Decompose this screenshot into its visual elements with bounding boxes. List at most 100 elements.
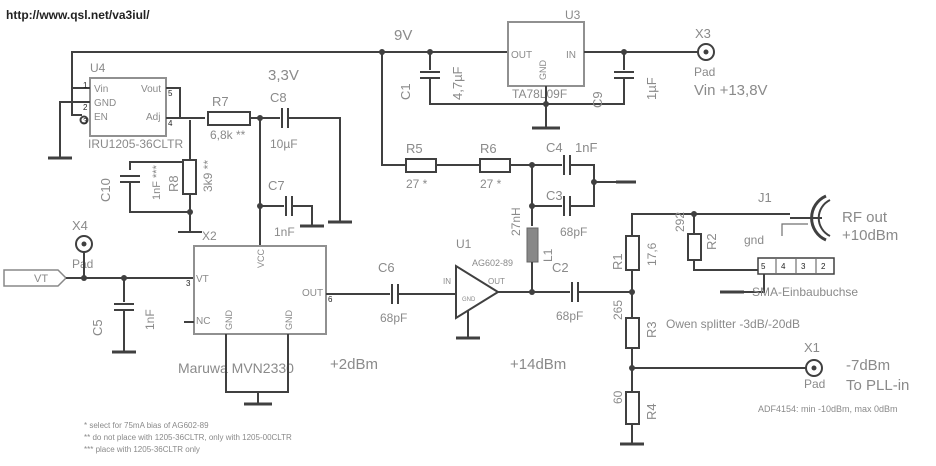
j1-sma-connector[interactable]: J1 gnd 5 4 3 2 SMA-Einbaubuchse RF out +… [720, 190, 898, 299]
c9-capacitor: C9 1µF [590, 71, 659, 108]
svg-text:VCC: VCC [256, 248, 266, 268]
svg-text:VT: VT [34, 273, 48, 285]
svg-text:OUT: OUT [302, 288, 323, 299]
svg-text:5: 5 [168, 89, 173, 98]
vin-label: Vin +13,8V [694, 82, 768, 99]
svg-text:Vout: Vout [141, 84, 161, 95]
svg-text:C1: C1 [398, 83, 413, 100]
svg-text:R5: R5 [406, 141, 423, 156]
j1-part: SMA-Einbaubuchse [752, 285, 858, 299]
svg-text:GND: GND [462, 297, 476, 303]
svg-text:3: 3 [186, 279, 191, 288]
svg-text:OUT: OUT [511, 50, 532, 61]
svg-text:R4: R4 [644, 403, 659, 420]
r5-resistor: R5 27 * [405, 141, 480, 191]
svg-text:C7: C7 [268, 178, 285, 193]
c4-capacitor: C4 1nF [546, 140, 636, 184]
svg-text:C6: C6 [378, 260, 395, 275]
svg-text:X2: X2 [202, 229, 217, 243]
svg-text:27 *: 27 * [480, 177, 502, 191]
notes: * select for 75mA bias of AG602-89 ** do… [84, 421, 292, 454]
x3-pad[interactable]: X3 Pad Vin +13,8V [694, 26, 768, 99]
svg-text:R3: R3 [644, 321, 659, 338]
c1-capacitor: C1 4,7µF [398, 66, 465, 100]
svg-text:X3: X3 [695, 26, 711, 41]
note-1: * select for 75mA bias of AG602-89 [84, 421, 209, 430]
svg-text:2: 2 [821, 262, 826, 271]
svg-text:1nF: 1nF [143, 309, 157, 330]
svg-text:27nH: 27nH [509, 207, 523, 236]
r8-resistor: R8 3k9 ** [166, 120, 215, 233]
svg-text:1µF: 1µF [644, 77, 659, 100]
x4-pad[interactable]: X4 Pad [72, 218, 93, 278]
svg-text:C9: C9 [590, 91, 605, 108]
svg-text:1nF: 1nF [575, 140, 597, 155]
rail-9v-label: 9V [394, 27, 412, 44]
svg-text:R8: R8 [166, 175, 181, 192]
svg-text:GND: GND [224, 310, 234, 331]
svg-text:NC: NC [196, 316, 210, 327]
r4-resistor: 60 R4 [611, 390, 659, 446]
svg-text:GND: GND [284, 310, 294, 331]
u4-part: IRU1205-36CLTR [88, 137, 183, 151]
svg-text:C3: C3 [546, 188, 563, 203]
x1-pad[interactable]: X1 Pad -7dBm To PLL-in ADF4154: min -10d… [758, 340, 909, 414]
svg-text:L1: L1 [541, 248, 555, 262]
svg-text:4,7µF: 4,7µF [450, 66, 465, 100]
svg-text:C8: C8 [270, 90, 287, 105]
svg-text:+10dBm: +10dBm [842, 227, 898, 244]
pll-in-label: To PLL-in [846, 377, 909, 394]
c6-capacitor: C6 68pF [378, 260, 440, 325]
svg-text:68pF: 68pF [560, 225, 587, 239]
svg-text:2: 2 [83, 103, 88, 112]
svg-text:IN: IN [566, 50, 576, 61]
note-2: ** do not place with 1205-36CLTR, only w… [84, 433, 292, 442]
svg-text:gnd: gnd [744, 233, 764, 247]
svg-text:R2: R2 [704, 233, 719, 250]
x2-vco: X2 VT NC OUT VCC GND GND Maruwa MVN2330 … [178, 229, 390, 406]
svg-text:R7: R7 [212, 94, 229, 109]
svg-text:IN: IN [443, 277, 451, 286]
rf-out-label: RF out [842, 209, 888, 226]
svg-text:292: 292 [673, 212, 687, 232]
x2-part: Maruwa MVN2330 [178, 360, 294, 376]
svg-text:VT: VT [196, 274, 209, 285]
svg-text:60: 60 [611, 390, 625, 404]
svg-text:Pad: Pad [72, 257, 93, 271]
rail-3v3-label: 3,3V [268, 67, 299, 84]
r2-resistor: 292 R2 [673, 211, 764, 271]
svg-text:Pad: Pad [804, 377, 825, 391]
r1-resistor: R1 17,6 [610, 218, 659, 318]
svg-text:4: 4 [168, 119, 173, 128]
u3-part: TA78L09F [512, 87, 567, 101]
svg-text:5: 5 [761, 262, 766, 271]
svg-text:GND: GND [538, 60, 548, 81]
svg-text:4: 4 [781, 262, 786, 271]
splitter-label: Owen splitter -3dB/-20dB [666, 317, 800, 331]
u1-amplifier: U1 AG602-89 IN OUT GND [440, 237, 570, 340]
svg-text:10µF: 10µF [270, 137, 298, 151]
svg-text:68pF: 68pF [380, 311, 407, 325]
u3-ref: U3 [565, 8, 581, 22]
svg-text:R1: R1 [610, 253, 625, 270]
svg-text:C2: C2 [552, 260, 569, 275]
svg-text:AG602-89: AG602-89 [472, 258, 513, 268]
u4-ldo: U4 Vin GND EN Vout Adj IRU1205-36CLTR 1 … [48, 61, 205, 160]
vt-input-arrow: VT [3, 269, 194, 287]
svg-text:3: 3 [801, 262, 806, 271]
svg-text:Pad: Pad [694, 65, 715, 79]
svg-text:OUT: OUT [488, 277, 505, 286]
svg-text:27 *: 27 * [406, 177, 428, 191]
svg-text:J1: J1 [758, 190, 772, 205]
r6-resistor: R6 27 * [479, 141, 562, 191]
level-mixer: +2dBm [330, 356, 378, 373]
r7-resistor: R7 6,8k ** [207, 94, 280, 142]
svg-text:6: 6 [328, 295, 333, 304]
svg-text:X1: X1 [804, 340, 820, 355]
svg-text:U4: U4 [90, 61, 106, 75]
svg-text:1nF: 1nF [274, 225, 295, 239]
svg-text:U1: U1 [456, 237, 472, 251]
svg-text:X4: X4 [72, 218, 88, 233]
r3-resistor: 265 R3 [611, 300, 659, 392]
